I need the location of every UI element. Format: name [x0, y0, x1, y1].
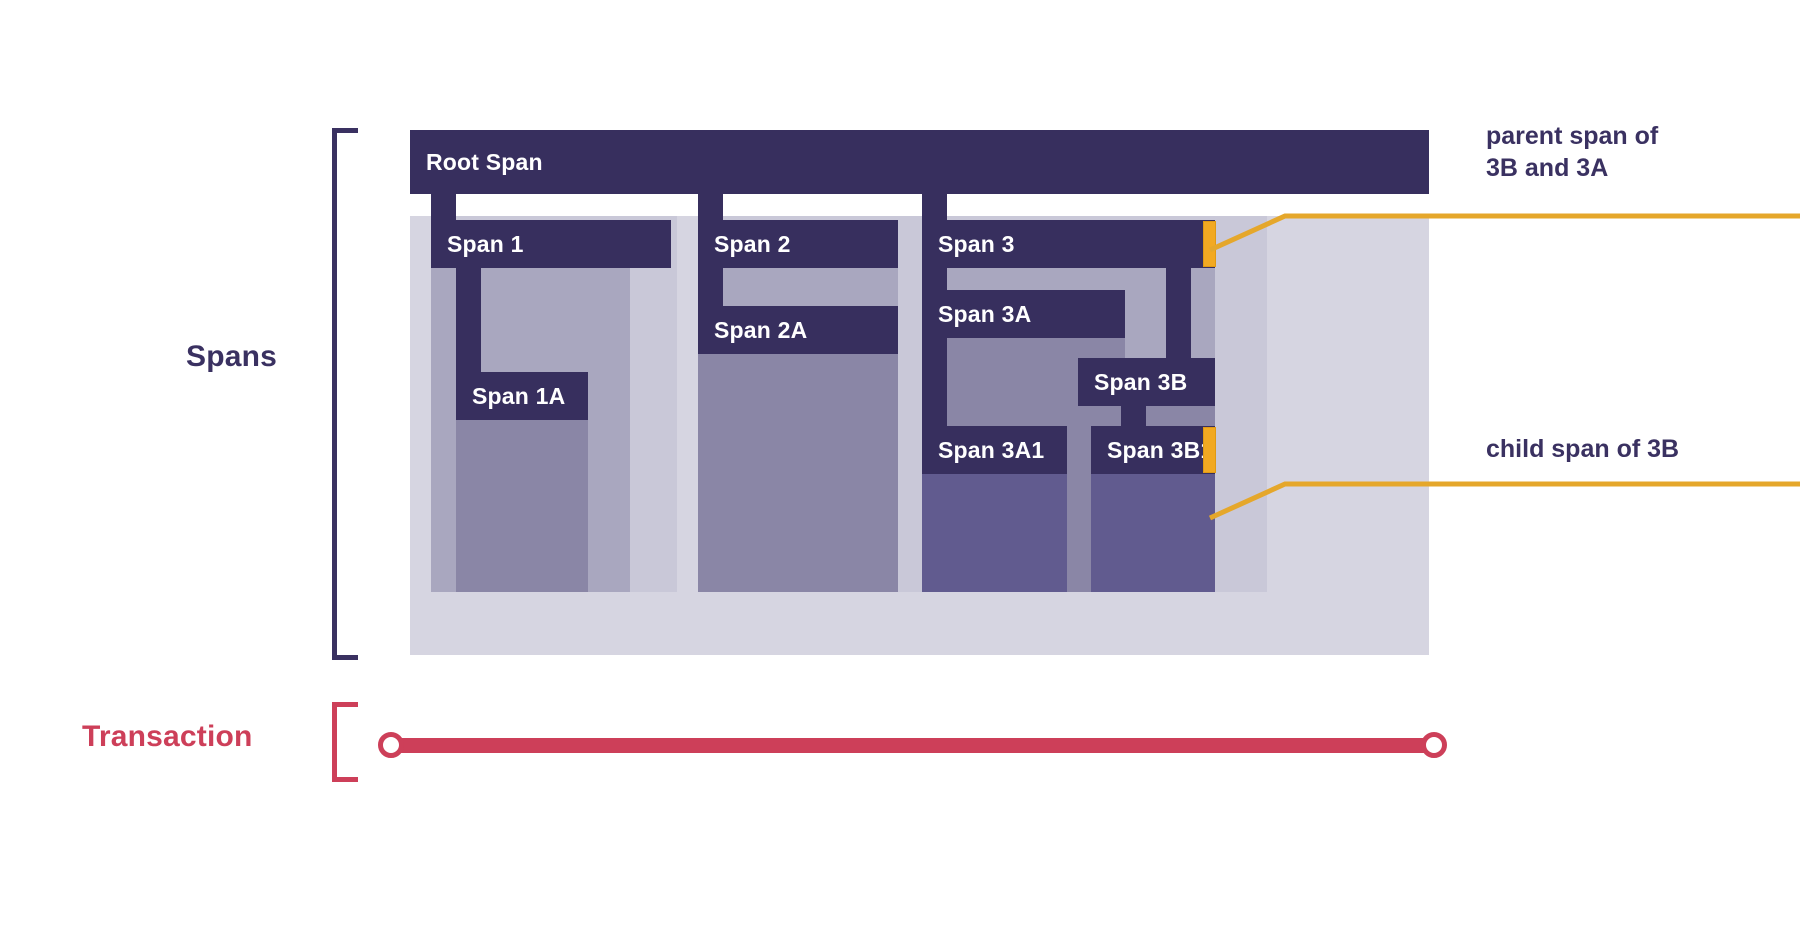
- span-bar-span-1[interactable]: Span 1: [431, 220, 671, 268]
- highlight-marker-span-3: [1203, 221, 1216, 267]
- span-bar-span-3b1[interactable]: Span 3B1: [1091, 426, 1215, 474]
- callout-parent-span-text: parent span of 3B and 3A: [1486, 122, 1659, 182]
- span-bar-span-3[interactable]: Span 3: [922, 220, 1215, 268]
- span-bar-span-3b[interactable]: Span 3B: [1078, 358, 1215, 406]
- span-bar-span-2[interactable]: Span 2: [698, 220, 898, 268]
- transaction-section-label: Transaction: [82, 720, 253, 753]
- transaction-duration-bar[interactable]: [388, 738, 1438, 753]
- span-bar-span-3a[interactable]: Span 3A: [922, 290, 1125, 338]
- span-bar-root[interactable]: Root Span: [410, 130, 1429, 194]
- leader-line-parent: [1208, 213, 1800, 253]
- callout-leader-lines: [1208, 213, 1800, 521]
- span-body-2a-level3: [698, 354, 898, 592]
- transaction-end-marker[interactable]: [1421, 732, 1447, 758]
- span-bar-span-1a[interactable]: Span 1A: [456, 372, 588, 420]
- transaction-start-marker[interactable]: [378, 732, 404, 758]
- span-bar-span-2a[interactable]: Span 2A: [698, 306, 898, 354]
- span-waterfall: Root Span Span 1 Span 1A Span 2 Span 2A …: [410, 130, 1429, 655]
- span-body-3b1-level4: [1091, 474, 1215, 592]
- span-body-3a1-level4: [922, 474, 1067, 592]
- callout-child-span-text: child span of 3B: [1486, 435, 1680, 463]
- spans-bracket: [332, 128, 358, 660]
- span-body-1a-level3: [456, 420, 588, 592]
- spans-section-label: Spans: [186, 340, 278, 373]
- transaction-bracket: [332, 702, 358, 782]
- leader-line-child: [1208, 481, 1800, 521]
- span-body-1-gutter: [431, 268, 456, 592]
- highlight-marker-span-3b1: [1203, 427, 1216, 473]
- span-bar-span-3a1[interactable]: Span 3A1: [922, 426, 1067, 474]
